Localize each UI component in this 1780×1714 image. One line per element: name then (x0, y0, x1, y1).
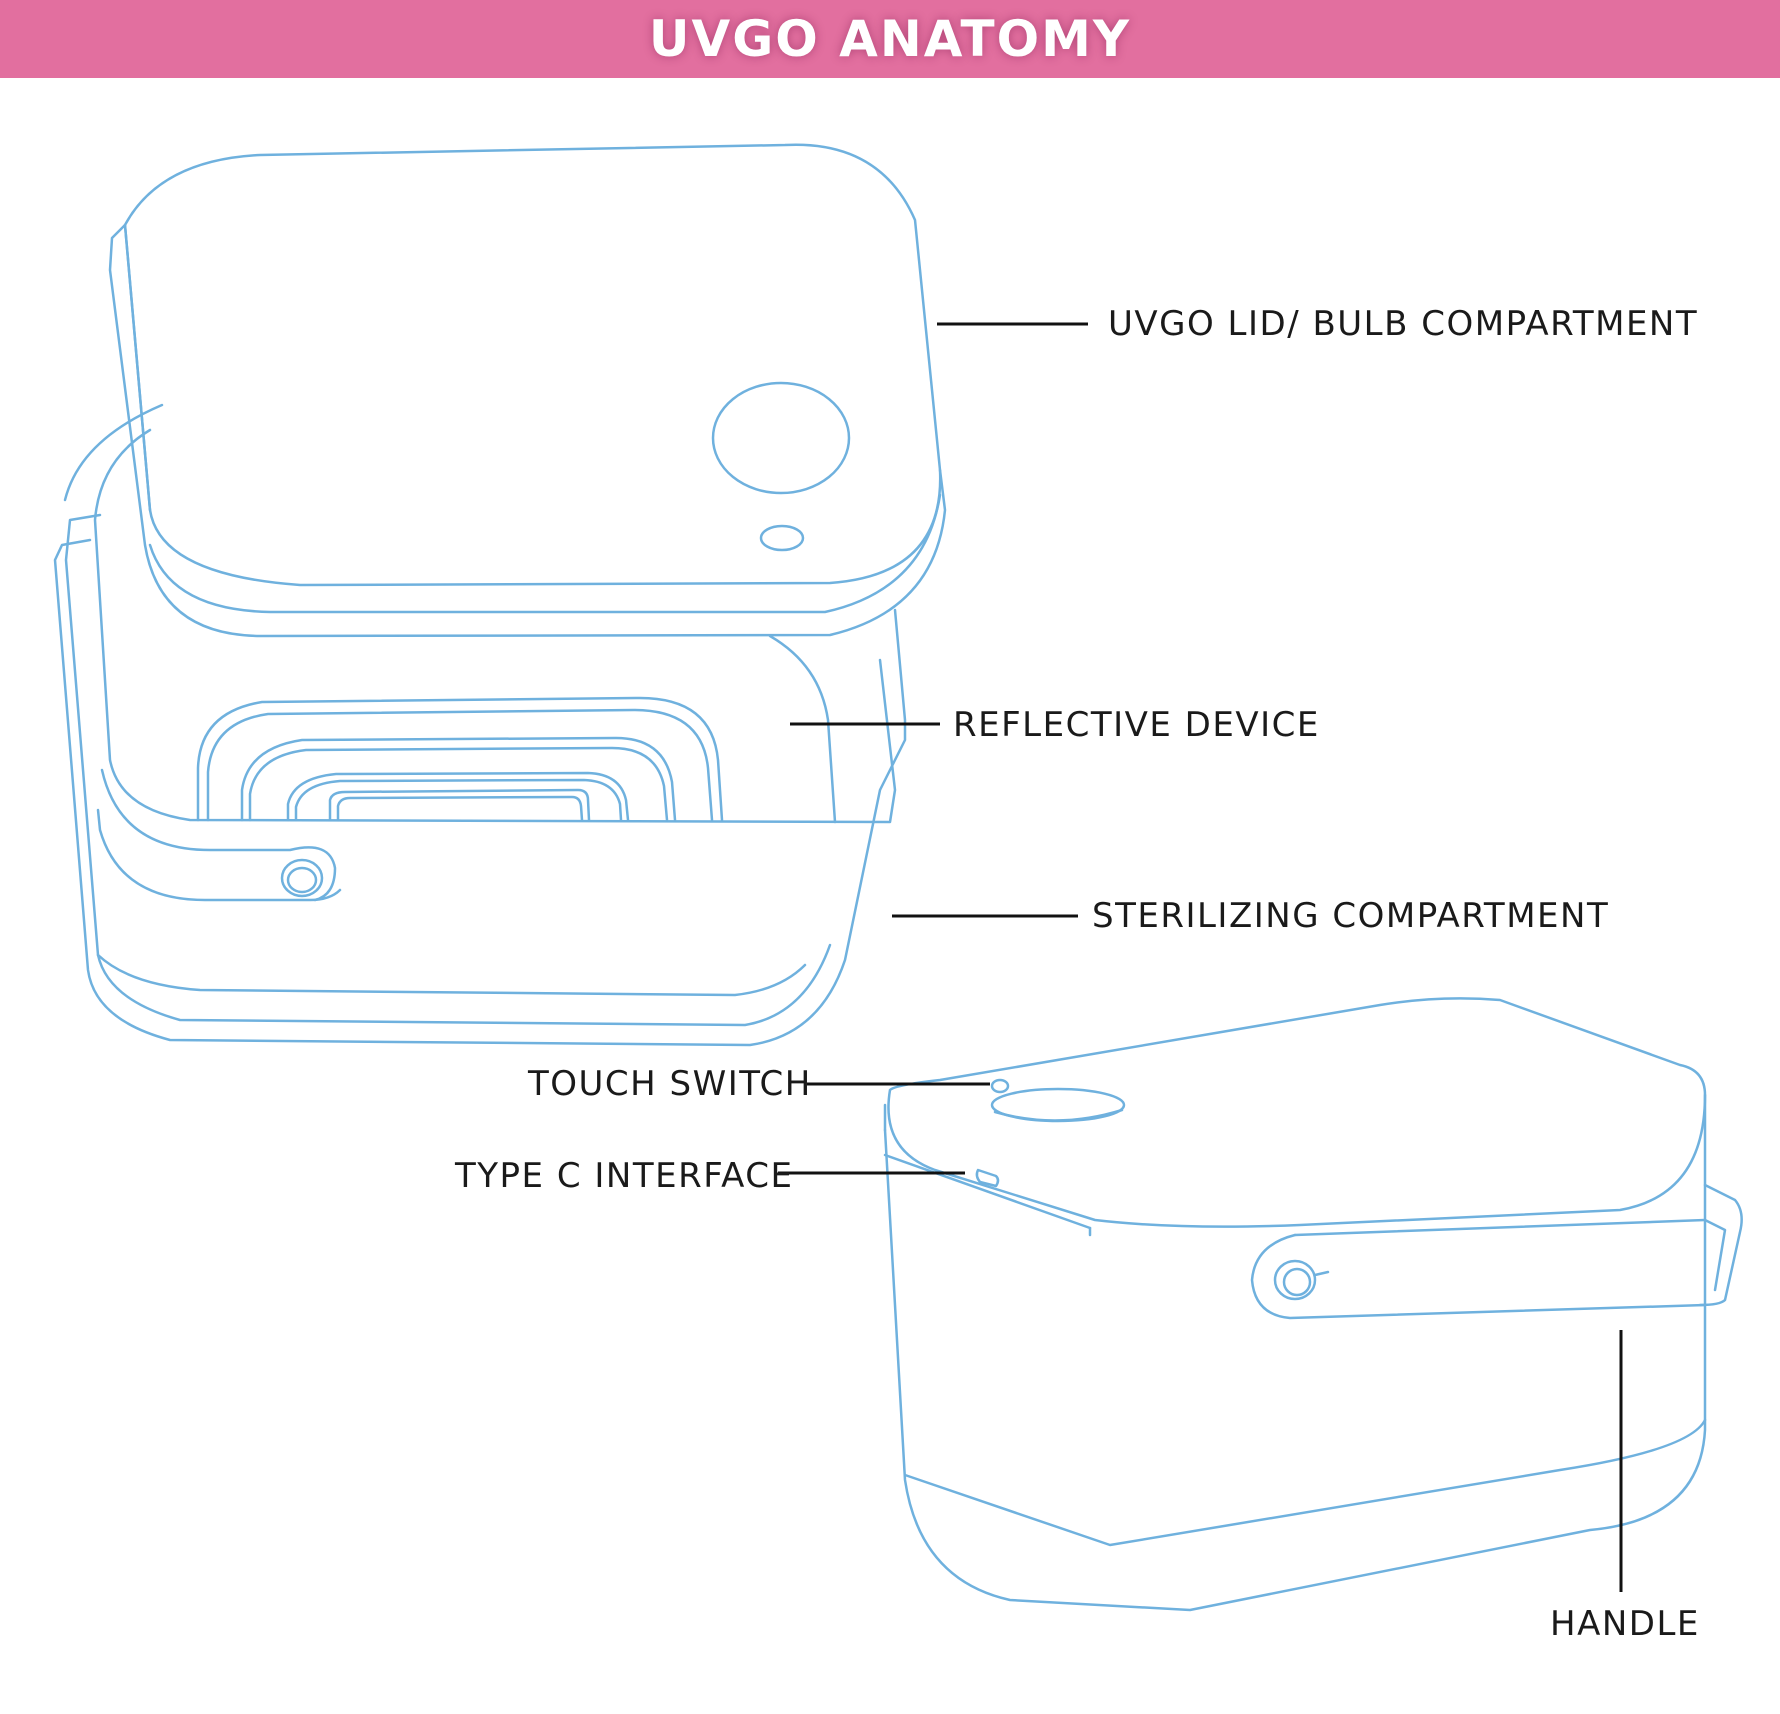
assembled-handle (1250, 1183, 1743, 1320)
label-reflective-device: REFLECTIVE DEVICE (953, 705, 1320, 745)
lid-indicator-light (759, 524, 805, 552)
title-banner: UVGO ANATOMY (0, 0, 1780, 78)
reflective-device (196, 634, 837, 824)
lid-bulb-window (711, 381, 851, 495)
assembled-device (883, 997, 1743, 1612)
assembled-bulb-window (990, 1087, 1126, 1123)
assembled-touch-switch (990, 1078, 1010, 1094)
label-sterilizing-compartment: STERILIZING COMPARTMENT (1092, 896, 1610, 936)
label-handle: HANDLE (1550, 1604, 1700, 1644)
label-type-c-interface: TYPE C INTERFACE (455, 1156, 794, 1196)
label-touch-switch: TOUCH SWITCH (528, 1064, 812, 1104)
label-lid-bulb-compartment: UVGO LID/ BULB COMPARTMENT (1108, 304, 1699, 344)
lid-bulb-compartment (108, 143, 947, 638)
diagram-title: UVGO ANATOMY (648, 10, 1132, 68)
sterilizing-compartment-body (53, 403, 907, 1047)
body-handle-rivet (100, 768, 337, 902)
assembled-type-c-port (975, 1168, 1000, 1188)
leader-lines (778, 322, 1623, 1592)
